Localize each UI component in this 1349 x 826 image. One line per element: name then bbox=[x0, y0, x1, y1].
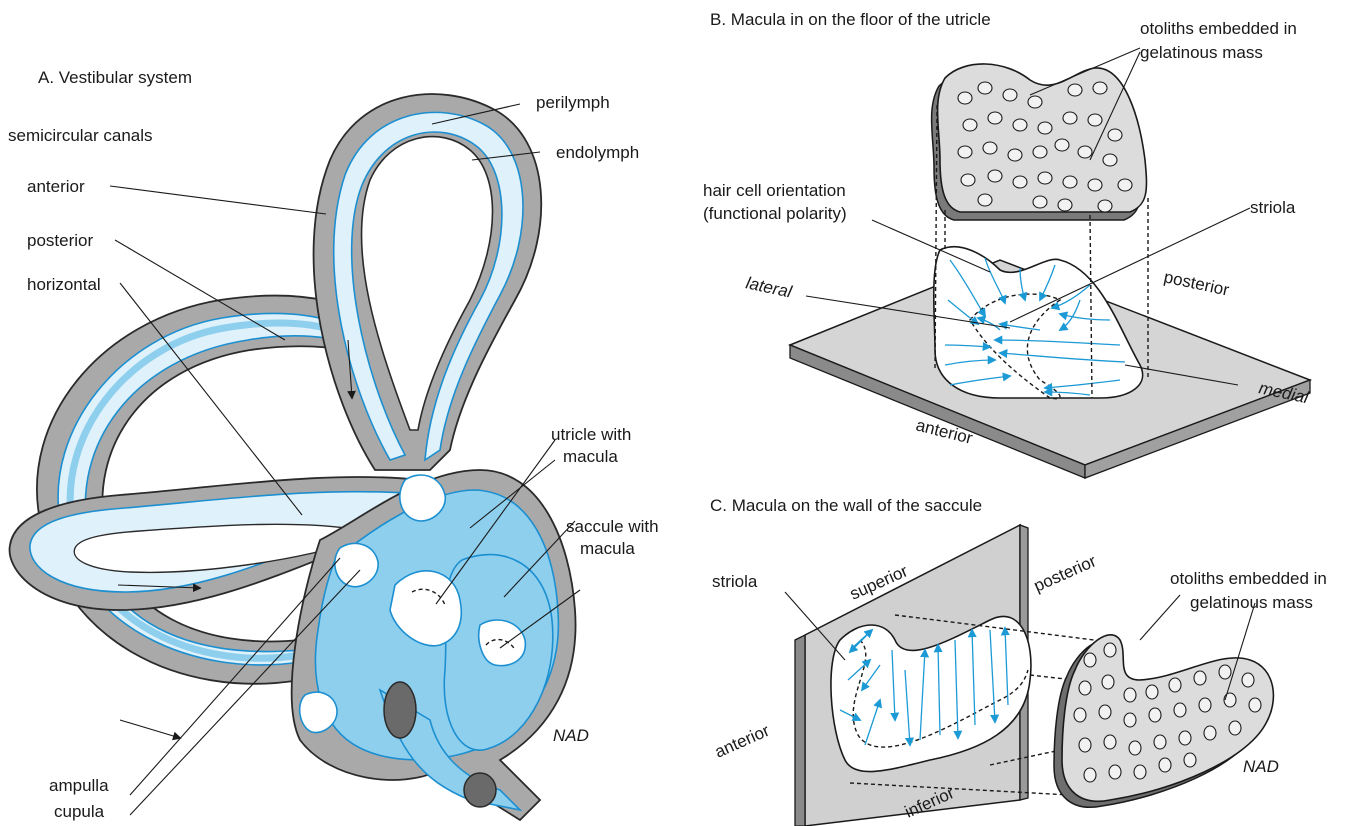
label-saccule-otoliths-2: gelatinous mass bbox=[1190, 593, 1313, 612]
panel-b: B. Macula in on the floor of the utricle… bbox=[703, 10, 1311, 478]
label-posterior: posterior bbox=[27, 231, 93, 250]
label-horizontal: horizontal bbox=[27, 275, 101, 294]
label-ampulla: ampulla bbox=[49, 776, 109, 795]
signature-a: NAD bbox=[553, 726, 589, 745]
label-perilymph: perilymph bbox=[536, 93, 610, 112]
label-utricle-1: utricle with bbox=[551, 425, 631, 444]
panel-b-title: B. Macula in on the floor of the utricle bbox=[710, 10, 991, 29]
label-saccule-striola: striola bbox=[712, 572, 758, 591]
panel-c-title: C. Macula on the wall of the saccule bbox=[710, 496, 982, 515]
label-endolymph: endolymph bbox=[556, 143, 639, 162]
label-hair-cell-2: (functional polarity) bbox=[703, 204, 847, 223]
label-utricle-2: macula bbox=[563, 447, 618, 466]
signature-c: NAD bbox=[1243, 757, 1279, 776]
label-saccule-anterior: anterior bbox=[712, 721, 773, 762]
label-saccule-1: saccule with bbox=[566, 517, 659, 536]
label-saccule-posterior: posterior bbox=[1031, 551, 1099, 595]
utricle-macula bbox=[934, 247, 1143, 398]
label-lateral: lateral bbox=[744, 273, 794, 301]
panel-a-title: A. Vestibular system bbox=[38, 68, 192, 87]
label-utricle-striola: striola bbox=[1250, 198, 1296, 217]
label-utricle-otoliths-1: otoliths embedded in bbox=[1140, 19, 1297, 38]
label-hair-cell-1: hair cell orientation bbox=[703, 181, 846, 200]
panel-c: C. Macula on the wall of the saccule str… bbox=[710, 496, 1327, 826]
panel-a: A. Vestibular system semicircular canals… bbox=[8, 68, 659, 821]
label-semicircular-canals: semicircular canals bbox=[8, 126, 153, 145]
label-utricle-otoliths-2: gelatinous mass bbox=[1140, 43, 1263, 62]
label-utricle-posterior: posterior bbox=[1162, 267, 1231, 299]
label-saccule-otoliths-1: otoliths embedded in bbox=[1170, 569, 1327, 588]
label-anterior: anterior bbox=[27, 177, 85, 196]
anterior-canal bbox=[314, 94, 542, 470]
label-saccule-2: macula bbox=[580, 539, 635, 558]
label-cupula: cupula bbox=[54, 802, 105, 821]
